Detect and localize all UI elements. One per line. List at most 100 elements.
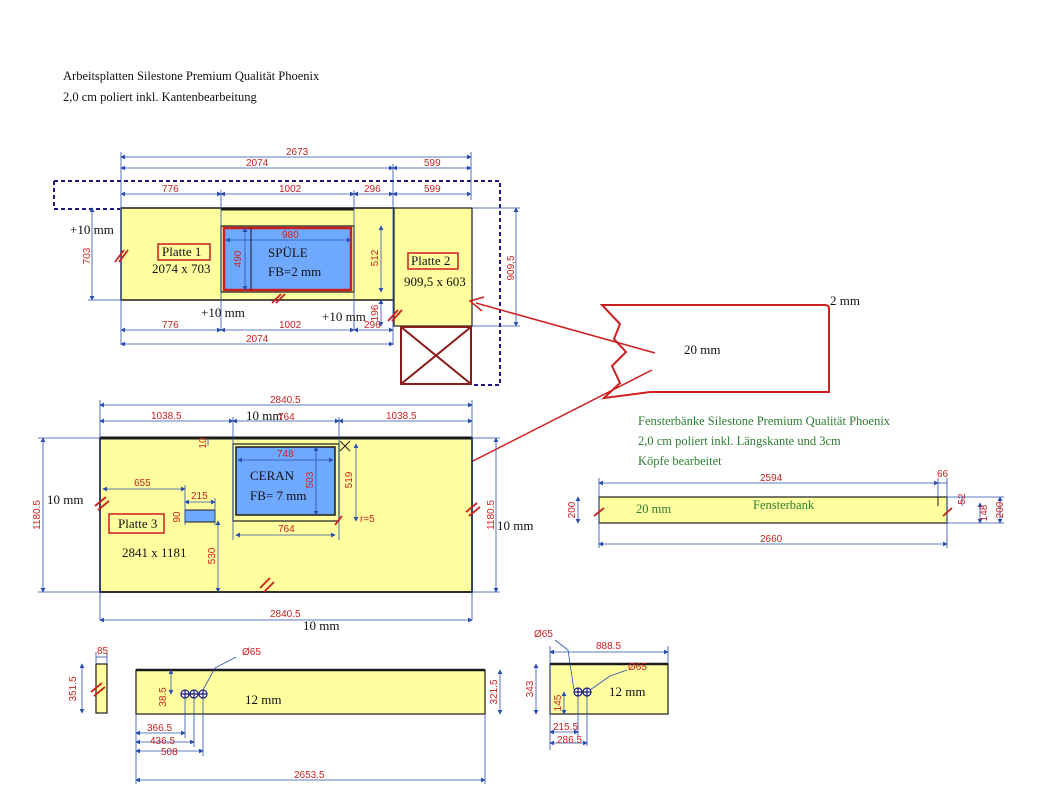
dim-519: 519	[344, 471, 355, 488]
dim-512: 512	[370, 249, 381, 266]
platte3-size: 2841 x 1181	[122, 545, 187, 560]
dim-10-small: 10	[198, 437, 209, 449]
dim-296-top: 296	[364, 184, 381, 195]
spuele-fb: FB=2 mm	[268, 264, 321, 279]
corner-marker-icon	[339, 440, 351, 452]
fensterbank-header-line1: Fensterbänke Silestone Premium Qualität …	[638, 414, 891, 428]
small-piece-hatch	[90, 682, 103, 693]
edge-callout	[599, 304, 830, 400]
dim-2660: 2660	[760, 534, 783, 545]
header-line2: 2,0 cm poliert inkl. Kantenbearbeitung	[63, 90, 257, 104]
dim-2074-bottom: 2074	[246, 334, 269, 345]
plus10-bottom-left: +10 mm	[201, 305, 245, 320]
cabinet-box	[400, 326, 472, 385]
fensterbank-header-line3: Köpfe bearbeitet	[638, 454, 722, 468]
dim-748: 748	[277, 449, 294, 460]
dim-1002-top: 1002	[279, 184, 302, 195]
dim-200-right: 200	[995, 501, 1006, 518]
dim-52: 52	[957, 493, 968, 505]
callout-20mm: 20 mm	[684, 342, 720, 357]
platte2-size: 909,5 x 603	[404, 274, 466, 289]
dim-599-mid: 599	[424, 184, 441, 195]
dim-85: 85	[97, 646, 109, 657]
dim-764-bottom: 764	[278, 524, 295, 535]
header-line1: Arbeitsplatten Silestone Premium Qualitä…	[63, 69, 320, 83]
ceran-fb: FB= 7 mm	[250, 488, 306, 503]
cabinet-cross-2	[400, 326, 472, 385]
wall-outline-dashed	[53, 180, 501, 386]
platte3-label: Platte 3	[118, 516, 157, 531]
dim-343: 343	[525, 680, 536, 697]
right-strip-holes	[573, 687, 592, 697]
fensterbank-slab	[598, 496, 948, 524]
dim-66: 66	[937, 469, 949, 480]
small-piece-hatch-2	[93, 686, 106, 697]
plus10-bottom-right: +10 mm	[322, 309, 366, 324]
dim-215-5: 215.5	[553, 722, 578, 733]
dim-1038-5-right: 1038.5	[386, 411, 417, 422]
dim-2074-top: 2074	[246, 158, 269, 169]
platte2-label-box	[407, 252, 459, 270]
dim-1180-5-left: 1180.5	[32, 500, 43, 530]
right-10mm: 10 mm	[497, 518, 533, 533]
dim-200-left: 200	[567, 501, 578, 518]
dim-490: 490	[233, 250, 244, 267]
middle-hatch-marks	[94, 496, 481, 593]
dim-909-5: 909,5	[506, 255, 517, 280]
dim-90: 90	[172, 511, 183, 523]
dim-503: 503	[305, 471, 316, 488]
dim-1038-5-left: 1038.5	[151, 411, 182, 422]
dim-530: 530	[207, 547, 218, 564]
small-piece-left	[95, 663, 108, 714]
dim-703: 703	[82, 247, 93, 264]
left-10mm: 10 mm	[47, 492, 83, 507]
dim-2840-5-bottom: 2840.5	[270, 609, 301, 620]
dim-508: 508	[161, 747, 178, 758]
dim-436-5: 436.5	[150, 736, 175, 747]
bottom-10mm: 10 mm	[303, 618, 339, 633]
dim-d65-right-b: Ø65	[628, 662, 647, 673]
long-strip-dim-lines	[135, 656, 503, 784]
fensterbank-label: Fensterbank	[753, 498, 815, 512]
dim-d65-left: Ø65	[242, 647, 261, 658]
platte3-label-box	[108, 513, 165, 534]
dim-r5: r=5	[360, 514, 375, 525]
platte1-size: 2074 x 703	[152, 261, 211, 276]
dim-888-5: 888.5	[596, 641, 621, 652]
dim-1002-bottom: 1002	[279, 320, 302, 331]
dim-980: 980	[282, 230, 299, 241]
ceran-label: CERAN	[250, 468, 295, 483]
dim-776-bottom: 776	[162, 320, 179, 331]
fensterbank-header-line2: 2,0 cm poliert inkl. Längskante und 3cm	[638, 434, 841, 448]
right-strip	[549, 663, 669, 715]
dim-38-5: 38.5	[158, 687, 169, 707]
small-cutout	[184, 509, 216, 523]
dim-10mm-top: 10 mm	[246, 408, 282, 423]
dim-366-5: 366.5	[147, 723, 172, 734]
long-strip-holes	[180, 689, 208, 699]
dim-764-top: 764	[278, 412, 295, 423]
right-strip-dim-lines	[533, 639, 669, 750]
dim-286-5: 286.5	[557, 735, 582, 746]
dim-2594: 2594	[760, 473, 783, 484]
fensterbank-hatch	[593, 507, 953, 517]
platte2-slab	[393, 207, 473, 327]
dim-2673: 2673	[286, 147, 309, 158]
dim-196: 196	[370, 304, 381, 321]
platte1-label: Platte 1	[162, 244, 201, 259]
dim-148: 148	[979, 504, 990, 521]
middle-dim-lines	[38, 400, 500, 623]
dim-351-5: 351.5	[68, 676, 79, 701]
dim-2653-5: 2653.5	[294, 770, 325, 781]
mm12-right: 12 mm	[609, 684, 645, 699]
dim-776-top: 776	[162, 184, 179, 195]
platte1-label-box	[157, 243, 211, 261]
mm12-left: 12 mm	[245, 692, 281, 707]
plus10-left: +10 mm	[70, 222, 114, 237]
dim-215: 215	[191, 491, 208, 502]
callout-2mm: 2 mm	[830, 293, 860, 308]
dim-145: 145	[553, 694, 564, 711]
top-hatch-marks	[114, 249, 403, 322]
fensterbank-20mm: 20 mm	[636, 502, 671, 516]
